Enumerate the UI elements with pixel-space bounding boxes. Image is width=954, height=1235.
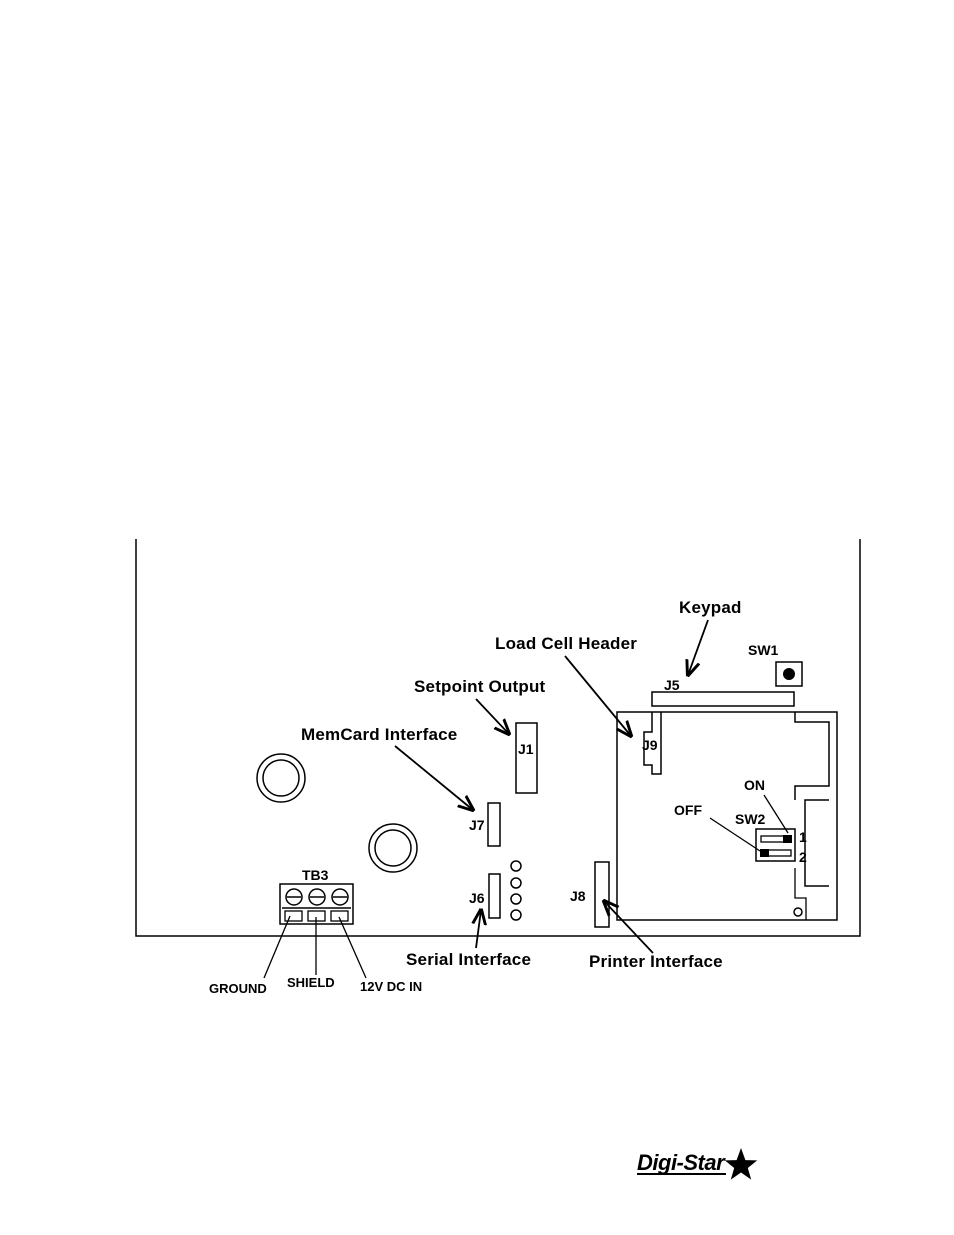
ground-label: GROUND <box>209 981 267 996</box>
tb3-label: TB3 <box>302 867 329 883</box>
sw2-label: SW2 <box>735 811 766 827</box>
j9-label: J9 <box>642 737 658 753</box>
off-leader-line <box>709 817 761 852</box>
j8-label: J8 <box>570 888 586 904</box>
board-bracket-upper <box>794 712 830 800</box>
j1-label: J1 <box>518 741 534 757</box>
sw1-push-button <box>775 661 803 687</box>
setpoint-output-label: Setpoint Output <box>414 677 546 696</box>
load-cell-header-label: Load Cell Header <box>495 634 637 653</box>
board-hole <box>793 907 803 917</box>
test-point-holes <box>510 860 522 921</box>
sw2-dip-switch <box>755 828 796 862</box>
j9-connector <box>643 712 662 775</box>
j7-connector <box>487 802 501 847</box>
keypad-label: Keypad <box>679 598 742 617</box>
sw1-label: SW1 <box>748 642 779 658</box>
on-leader-line <box>763 794 789 834</box>
switch-1-label: 1 <box>799 829 807 845</box>
mounting-boss-lower <box>368 823 418 873</box>
serial-interface-label: Serial Interface <box>406 950 531 969</box>
memcard-interface-label: MemCard Interface <box>301 725 457 744</box>
j6-label: J6 <box>469 890 485 906</box>
j5-connector <box>651 691 795 707</box>
screw-icon <box>308 888 326 906</box>
keypad-arrow <box>688 619 709 675</box>
setpoint-output-arrow <box>475 698 509 734</box>
load-cell-header-arrow <box>564 655 631 736</box>
j7-label: J7 <box>469 817 485 833</box>
screw-icon <box>331 888 349 906</box>
dc-in-label: 12V DC IN <box>360 979 422 994</box>
dc-in-leader-line <box>338 916 367 979</box>
star-icon <box>724 1148 758 1180</box>
j8-connector <box>594 861 610 928</box>
ground-leader-line <box>263 915 291 979</box>
switch-2-label: 2 <box>799 849 807 865</box>
j6-connector <box>488 873 501 919</box>
digi-star-logo: Digi-Star <box>637 1148 758 1180</box>
off-label: OFF <box>674 802 702 818</box>
j1-connector <box>515 722 538 794</box>
printer-interface-arrow <box>604 901 654 954</box>
enclosure-outline <box>135 539 861 937</box>
screw-icon <box>285 888 303 906</box>
j5-label: J5 <box>664 677 680 693</box>
shield-label: SHIELD <box>287 975 335 990</box>
board-bracket-lower <box>804 799 829 887</box>
memcard-interface-arrow <box>394 745 473 810</box>
printer-interface-label: Printer Interface <box>589 952 723 971</box>
on-label: ON <box>744 777 765 793</box>
load-cell-board <box>616 711 838 921</box>
mounting-boss-upper <box>256 753 306 803</box>
board-trace <box>794 868 807 920</box>
logo-text: Digi-Star <box>637 1150 726 1175</box>
serial-interface-arrow <box>476 910 481 949</box>
